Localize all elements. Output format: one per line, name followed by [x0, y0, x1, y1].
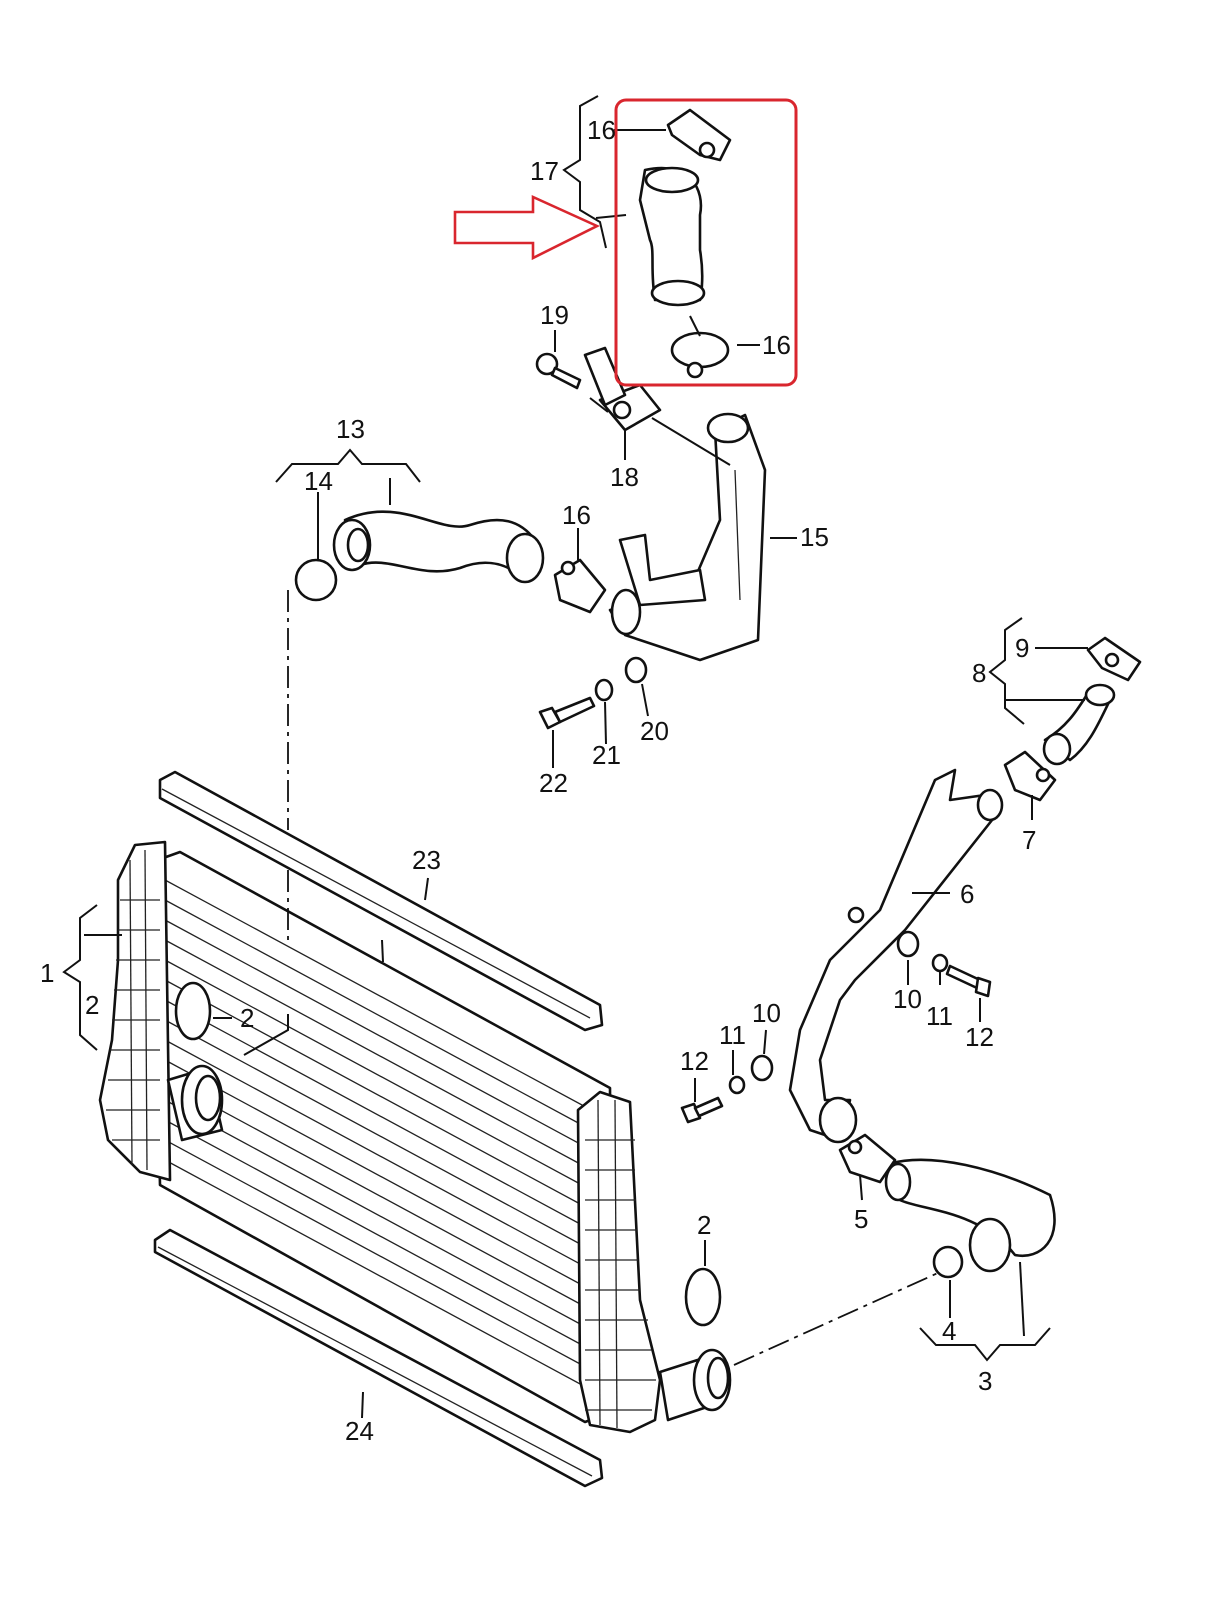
- callout-5: 5: [854, 1204, 868, 1234]
- callout-12a: 12: [965, 1022, 994, 1052]
- charge-pipe-6: [788, 768, 1004, 1144]
- callout-14: 14: [304, 466, 333, 496]
- callout-12b: 12: [680, 1046, 709, 1076]
- hose-3: [883, 1158, 1056, 1273]
- callout-6: 6: [960, 879, 974, 909]
- callout-2b: 2: [240, 1003, 254, 1033]
- callout-4: 4: [942, 1316, 956, 1346]
- callout-24: 24: [345, 1416, 374, 1446]
- o-ring-14: [294, 558, 338, 602]
- callout-2a: 2: [85, 990, 99, 1020]
- callout-3: 3: [978, 1366, 992, 1396]
- callout-2c: 2: [697, 1210, 711, 1240]
- callout-10b: 10: [752, 998, 781, 1028]
- callout-23: 23: [412, 845, 441, 875]
- leader-lines: [62, 95, 1088, 1419]
- bush-20: [624, 656, 648, 684]
- screw-19: [535, 352, 582, 390]
- o-ring-4: [932, 1245, 964, 1279]
- callout-16a: 16: [587, 115, 616, 145]
- bolt-12-upper: [945, 964, 992, 998]
- clamp-16-mid: [553, 558, 607, 614]
- charge-pipe-15: [608, 412, 767, 662]
- washer-11-upper: [931, 953, 949, 973]
- callout-11b: 11: [719, 1020, 746, 1050]
- callout-9: 9: [1015, 633, 1029, 663]
- callout-10a: 10: [893, 984, 922, 1014]
- callout-13: 13: [336, 414, 365, 444]
- clamp-16-bottom: [670, 331, 730, 379]
- sensor-18: [583, 346, 662, 432]
- washer-11-lower: [728, 1075, 746, 1095]
- callout-7: 7: [1022, 825, 1036, 855]
- charge-hose-13: [332, 510, 545, 584]
- assembly-axes: [287, 590, 941, 1366]
- clamp-5: [838, 1133, 897, 1184]
- highlight-box: [614, 98, 798, 387]
- intercooler: [98, 770, 732, 1488]
- bush-10-lower: [750, 1054, 774, 1082]
- callout-22: 22: [539, 768, 568, 798]
- hose-17: [638, 166, 706, 307]
- callout-8: 8: [972, 658, 986, 688]
- callout-18: 18: [610, 462, 639, 492]
- clamp-7: [1003, 750, 1057, 802]
- highlight-arrow: [453, 194, 601, 261]
- callout-11a: 11: [926, 1001, 953, 1031]
- washer-21: [594, 678, 614, 702]
- bush-10-upper: [896, 930, 920, 958]
- callout-20: 20: [640, 716, 669, 746]
- seal-right: [684, 1267, 722, 1327]
- callout-15: 15: [800, 522, 829, 552]
- callout-labels: 16 17 16 19 18 13 14 16 15 20 21 22 23 1…: [40, 115, 1036, 1446]
- callout-17: 17: [530, 156, 559, 186]
- callout-19: 19: [540, 300, 569, 330]
- hose-8: [1042, 683, 1116, 766]
- seal-left: [174, 981, 212, 1041]
- callout-16b: 16: [762, 330, 791, 360]
- callout-1: 1: [40, 958, 54, 988]
- clamp-9: [1086, 636, 1142, 682]
- callout-21: 21: [592, 740, 621, 770]
- callout-16c: 16: [562, 500, 591, 530]
- bolt-12-lower: [680, 1096, 724, 1124]
- bolt-22: [538, 696, 596, 730]
- clamp-16-top: [666, 108, 732, 162]
